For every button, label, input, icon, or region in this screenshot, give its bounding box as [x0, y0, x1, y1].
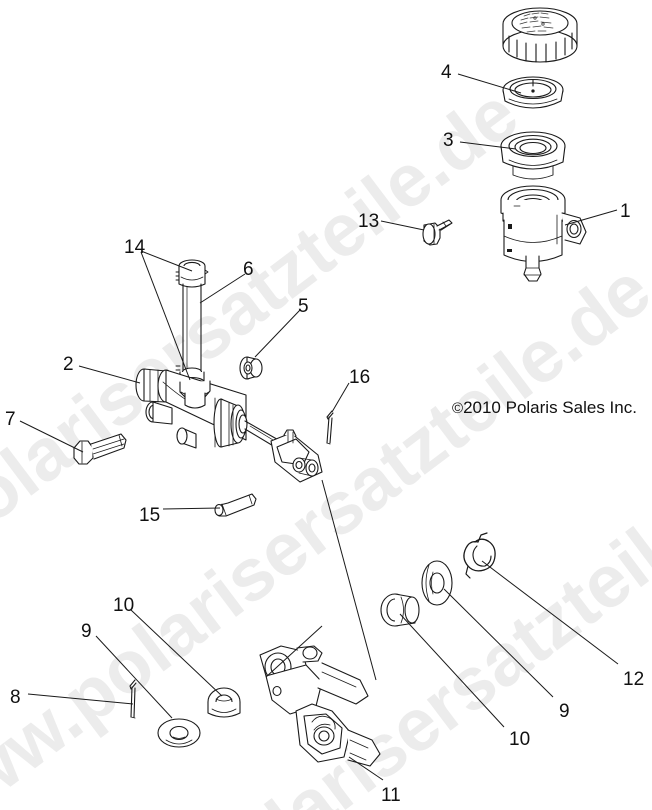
leader-15 [162, 507, 221, 510]
callout-6: 6 [243, 259, 254, 280]
copyright-text: 2010 Polaris Sales Inc. [463, 398, 637, 417]
callout-10: 10 [113, 595, 135, 616]
leader-lines [19, 73, 619, 781]
part-15-clevis-pin [214, 493, 257, 517]
callout-8: 8 [10, 687, 21, 708]
leader-5 [254, 309, 301, 358]
copyright-notice: ©2010 Polaris Sales Inc. [452, 398, 637, 418]
part-11-pedal-bracket [259, 645, 381, 767]
leader-1 [564, 209, 618, 226]
callout-2: 2 [63, 354, 74, 375]
leader-9 [95, 635, 173, 719]
leader-16 [331, 382, 350, 413]
callout-9: 9 [81, 621, 92, 642]
callout-11: 11 [381, 785, 401, 806]
leader-12 [481, 560, 619, 665]
part-9-washer-right [421, 560, 453, 606]
leader-9b [443, 588, 554, 698]
part-5-grommet [239, 356, 263, 380]
leader-8 [27, 693, 134, 705]
part-2-master-cylinder-body [135, 368, 283, 451]
leader-11-upper [321, 479, 377, 681]
leader-14b [140, 251, 191, 381]
callout-12: 12 [623, 669, 645, 690]
clevis-link-part [270, 429, 323, 483]
callout-14: 14 [124, 237, 146, 258]
leader-11 [348, 756, 384, 781]
part-13-fitting [422, 219, 453, 246]
part-16-cotter-pin [326, 410, 334, 445]
part-7-bolt [73, 433, 127, 465]
callout-5: 5 [298, 296, 309, 317]
part-9-washer-left [157, 718, 201, 748]
copyright-symbol: © [452, 400, 464, 417]
callout-1: 1 [620, 201, 631, 222]
part-12-retaining-clip [463, 532, 496, 579]
callout-9-right: 9 [559, 701, 570, 722]
leader-4 [457, 73, 522, 94]
leader-6 [199, 273, 246, 304]
part-10-bushing-left [207, 687, 241, 718]
callout-10-right: 10 [509, 729, 531, 750]
leader-3 [459, 141, 517, 150]
leader-7 [19, 420, 84, 453]
callout-4: 4 [441, 62, 452, 83]
part-10-bushing-right [380, 593, 420, 627]
reservoir-cap-part [502, 7, 578, 63]
part-4-diaphragm [502, 76, 564, 109]
leader-10b [399, 613, 505, 728]
leader-2 [78, 365, 141, 384]
part-8-cotter-pin [129, 679, 137, 719]
callout-7: 7 [5, 409, 16, 430]
leader-10 [130, 609, 223, 697]
leader-11-boss [265, 625, 323, 678]
callout-3: 3 [443, 130, 454, 151]
leader-13 [380, 220, 425, 231]
callout-16: 16 [349, 367, 371, 388]
callout-13: 13 [358, 211, 380, 232]
part-3-reservoir-seal [500, 131, 566, 180]
leader-14a [140, 250, 193, 272]
callout-15: 15 [139, 505, 161, 526]
